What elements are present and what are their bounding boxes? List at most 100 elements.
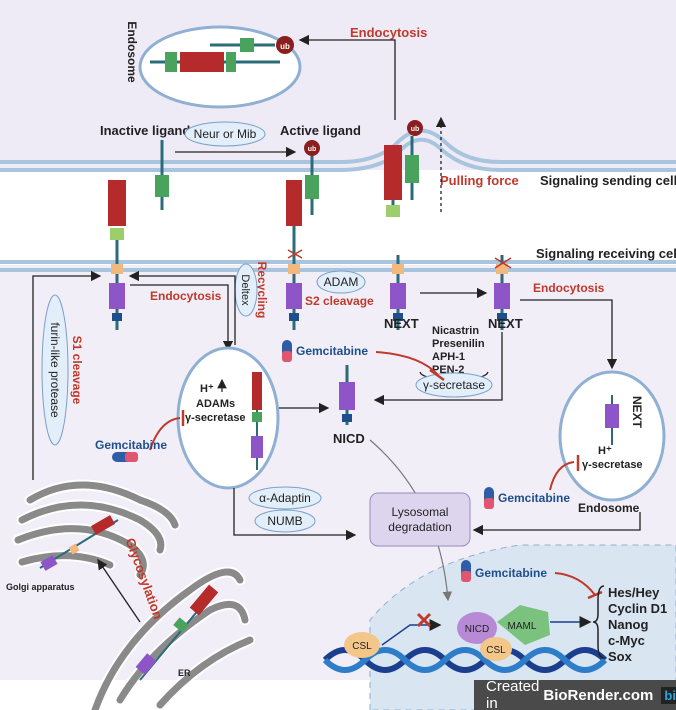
- target-gene: Sox: [608, 649, 633, 664]
- next-receptor-2: [494, 255, 512, 330]
- endocytosis-right-arrow: [520, 299, 618, 370]
- furin-oval: [41, 294, 69, 446]
- next-label-2: NEXT: [488, 316, 523, 331]
- endosome-right-to-lysosome: [472, 512, 641, 536]
- pulling-force-label: Pulling force: [440, 173, 519, 188]
- biorender-logo-icon: bio: [661, 686, 676, 704]
- gamma-secretase-label: γ-secretase: [423, 378, 485, 392]
- nicd-protein: [339, 365, 355, 425]
- svg-text:ub: ub: [411, 126, 420, 133]
- endo-right-hplus: H⁺: [598, 445, 612, 457]
- er-label: ER: [178, 668, 191, 678]
- endo-gamma-label: γ-secretase: [185, 412, 246, 424]
- endocytosis-top-label: Endocytosis: [350, 25, 427, 40]
- svg-text:CSL: CSL: [352, 641, 372, 652]
- active-ligand-label: Active ligand: [280, 123, 361, 138]
- inactive-ligand: [155, 140, 169, 210]
- gemcitabine-label-3: Gemcitabine: [498, 491, 570, 505]
- active-ligand: ub: [304, 140, 320, 215]
- nicd-label: NICD: [333, 431, 365, 446]
- svg-text:MAML: MAML: [508, 621, 537, 632]
- endosome-right: [558, 370, 666, 502]
- csl-left: CSL: [344, 632, 380, 658]
- lysosome-box: [369, 492, 471, 547]
- adam-label: ADAM: [324, 275, 359, 289]
- nicd-maml-csl-complex: NICD MAML CSL: [457, 605, 550, 661]
- aph1-label: APH-1: [432, 351, 465, 363]
- inhibition-bar-4: [587, 590, 603, 600]
- numb-oval: [254, 509, 316, 533]
- target-gene: Nanog: [608, 617, 649, 632]
- inhibition-line-4: [554, 572, 596, 596]
- neur-mib-oval: [184, 121, 266, 147]
- gemcitabine-label-2: Gemcitabine: [95, 438, 167, 452]
- golgi-to-membrane-arrow: [32, 270, 102, 480]
- endosome-top: ub: [138, 25, 302, 109]
- golgi-label: Golgi apparatus: [6, 582, 75, 592]
- scissors-icon: [287, 249, 303, 259]
- block-x-icon: [416, 612, 432, 628]
- endocytosis-left-arrow: [130, 284, 234, 352]
- numb-label: NUMB: [267, 514, 302, 528]
- sending-cell-label: Signaling sending cell: [540, 173, 676, 188]
- furin-label: furin-like protease: [48, 322, 62, 418]
- lysosomal-label: Lysosomal: [392, 505, 449, 519]
- endocytosis-top-arrow: [298, 34, 396, 120]
- target-gene: Cyclin D1: [608, 601, 667, 616]
- golgi-notch: [39, 515, 119, 571]
- endocytosis-left-label: Endocytosis: [150, 289, 222, 303]
- left-to-lysosome-arrow: [233, 488, 357, 541]
- sending-cell-background: [0, 0, 676, 170]
- inhibition-line-1: [375, 351, 439, 376]
- gamma-secretase-oval: [415, 372, 493, 398]
- golgi-apparatus: [12, 479, 181, 581]
- target-brace: [592, 585, 605, 659]
- er-to-golgi-arrow: [97, 558, 141, 623]
- next-endosome-label: NEXT: [630, 396, 644, 429]
- gemcitabine-label-4: Gemcitabine: [475, 566, 547, 580]
- recycling-arrow: [128, 270, 236, 345]
- endosome-right-label: Endosome: [578, 501, 640, 515]
- degradation-label: degradation: [388, 520, 451, 534]
- watermark-brand: BioRender.com: [543, 686, 654, 704]
- gemcitabine-pill-3: [484, 487, 494, 509]
- endosome-top-label: Endosome: [125, 21, 139, 83]
- svg-text:ub: ub: [280, 42, 290, 51]
- svg-text:ub: ub: [308, 146, 317, 153]
- s2-cleavage-label: S2 cleavage: [305, 294, 374, 308]
- nicastrin-label: Nicastrin: [432, 325, 479, 337]
- adam-oval: [316, 270, 366, 294]
- next-label-1: NEXT: [384, 316, 419, 331]
- presenilin-label: Presenilin: [432, 338, 485, 350]
- target-genes-list: Hes/Hey Cyclin D1 Nanog c-Myc Sox: [608, 585, 667, 664]
- gemcitabine-label-1: Gemcitabine: [296, 344, 368, 358]
- deltex-label: Deltex: [239, 274, 251, 306]
- endocytosis-right-label: Endocytosis: [533, 281, 605, 295]
- inhibition-line-2: [149, 417, 181, 451]
- s1-cleavage-label: S1 cleavage: [70, 336, 84, 405]
- adams-label: ADAMs: [196, 398, 235, 410]
- svg-text:CSL: CSL: [486, 645, 506, 656]
- target-gene: Hes/Hey: [608, 585, 660, 600]
- target-gene: c-Myc: [608, 633, 645, 648]
- ligand-notch-complex: ub: [384, 120, 423, 217]
- scissors-icon-2: [494, 257, 512, 269]
- next-to-nicd-arrow: [373, 332, 503, 406]
- next-receptor-1: [390, 255, 406, 330]
- notch-receptor-1: [108, 180, 126, 330]
- notch-receptor-2: [286, 180, 303, 330]
- gemcitabine-pill-1: [282, 340, 292, 362]
- endo-hplus-label: H⁺: [200, 383, 214, 395]
- gemcitabine-pill-2: [112, 452, 138, 462]
- biorender-watermark[interactable]: Created in BioRender.com bio: [474, 678, 676, 710]
- inactive-ligand-label: Inactive ligand: [100, 123, 190, 138]
- neur-mib-label: Neur or Mib: [194, 127, 257, 141]
- inhibition-line-3: [549, 461, 575, 491]
- endoplasmic-reticulum: [89, 566, 256, 710]
- ub-icon: [276, 36, 294, 54]
- alpha-adaptin-label: α-Adaptin: [259, 491, 311, 505]
- recycling-label: Recycling: [255, 262, 269, 319]
- gemcitabine-pill-4: [461, 560, 471, 582]
